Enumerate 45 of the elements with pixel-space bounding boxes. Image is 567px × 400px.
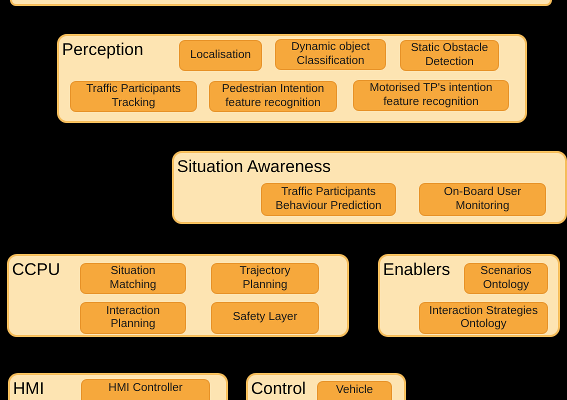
component-box (179, 40, 262, 71)
component-box (80, 302, 186, 334)
component-label: Traffic Participants Behaviour Prediction (274, 186, 383, 213)
component-box (211, 302, 319, 334)
module-panel (57, 34, 527, 123)
component-label: Interaction Strategies Ontology (428, 304, 539, 332)
module-panel (378, 254, 560, 337)
component-box (80, 263, 186, 294)
component-box (275, 39, 386, 70)
component-label: Dynamic object Classification (290, 41, 371, 68)
panel-title: CCPU (12, 260, 60, 280)
component-label: Motorised TP's intention feature recognition (368, 82, 494, 109)
panel-title: Enablers (383, 260, 450, 280)
module-panel (246, 373, 406, 400)
component-label: Traffic Participants Tracking (85, 83, 182, 110)
component-label: Localisation (190, 48, 251, 62)
panel-title: Situation Awareness (177, 157, 331, 177)
component-label: HMI Controller (108, 382, 183, 396)
component-label: Trajectory Planning (238, 265, 292, 292)
component-box (419, 183, 546, 216)
component-box (317, 381, 392, 400)
component-box (70, 81, 197, 112)
panel-title: HMI (13, 379, 44, 399)
component-box (209, 81, 337, 112)
component-label: Vehicle (336, 384, 374, 398)
module-panel (8, 373, 228, 400)
component-box (464, 263, 548, 294)
component-box (211, 263, 319, 294)
component-box (353, 80, 509, 111)
component-box (81, 379, 210, 400)
module-panel (172, 151, 567, 224)
component-box (400, 40, 499, 71)
module-panel (7, 254, 349, 337)
component-box (261, 183, 396, 216)
module-panel (10, 0, 552, 6)
component-label: Pedestrian Intention feature recognition (220, 83, 326, 110)
component-box (419, 302, 548, 334)
component-label: Interaction Planning (105, 304, 161, 332)
component-label: On-Board User Monitoring (442, 186, 522, 213)
component-label: Safety Layer (232, 311, 298, 325)
panel-title: Control (251, 379, 306, 399)
component-label: Scenarios Ontology (479, 265, 533, 292)
component-label: Situation Matching (108, 265, 158, 292)
component-label: Static Obstacle Detection (410, 42, 490, 69)
panel-title: Perception (62, 40, 144, 60)
